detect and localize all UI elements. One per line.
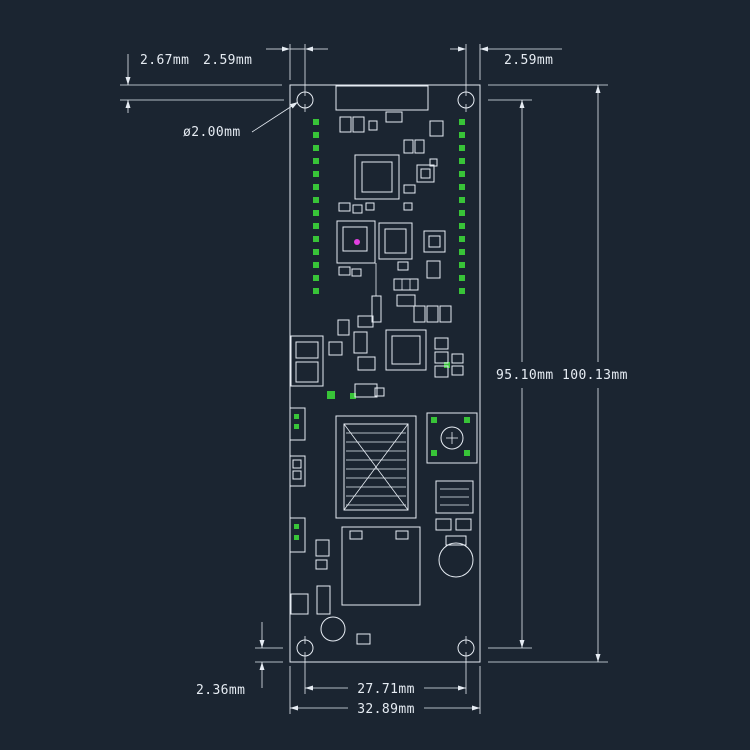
dim-label-top-left-edge: 2.59mm [203,53,252,68]
rf-shield [336,220,376,264]
dimensions: 2.67mm 2.59mm 2.59mm ø2.00mm [120,44,628,717]
components-lower [290,480,474,645]
dim-top-right-edge-to-hole: 2.59mm [450,44,562,88]
mounting-hole-bottom-left [296,636,314,660]
dim-bottom-offset: 2.36mm [196,622,283,698]
dim-label-top-offset: 2.67mm [140,53,189,68]
mounting-hole-top-right [457,88,475,112]
board-outline [289,84,481,663]
dim-label-board-width: 32.89mm [357,702,415,717]
dim-top-offset: 2.67mm [120,53,284,113]
antenna-pad-square [426,412,478,464]
right-pad-column [459,119,465,294]
usb-connector [290,335,324,387]
main-ic [354,154,400,200]
dim-hole-diameter: ø2.00mm [183,102,298,140]
left-pad-column [313,119,319,294]
dim-top-left-edge-to-hole: 2.59mm [203,44,328,88]
dim-holes-vertical-pitch: 95.10mm [488,99,554,649]
battery-block [335,415,417,519]
origin-marker [354,239,360,245]
module-square [341,526,421,606]
dim-label-bottom-offset: 2.36mm [196,683,245,698]
dim-label-holes-pitch-h: 27.71mm [357,682,415,697]
top-connector [335,85,429,111]
status-leds [327,362,450,399]
dim-label-holes-pitch-v: 95.10mm [496,368,554,383]
button [320,616,346,642]
dim-board-height: 100.13mm [488,84,628,663]
dim-label-top-right-edge: 2.59mm [504,53,553,68]
mounting-hole-top-left [296,88,314,112]
components-upper [336,111,446,323]
mounting-hole-bottom-right [457,636,475,660]
dim-board-width: 32.89mm [289,666,481,717]
power-ic [385,329,427,371]
components-mid [290,305,464,398]
left-edge-connectors [289,407,306,553]
dim-holes-horizontal-pitch: 27.71mm [304,658,467,697]
buzzer [438,542,474,578]
dim-label-hole-diameter: ø2.00mm [183,125,241,140]
dim-label-board-height: 100.13mm [562,368,628,383]
